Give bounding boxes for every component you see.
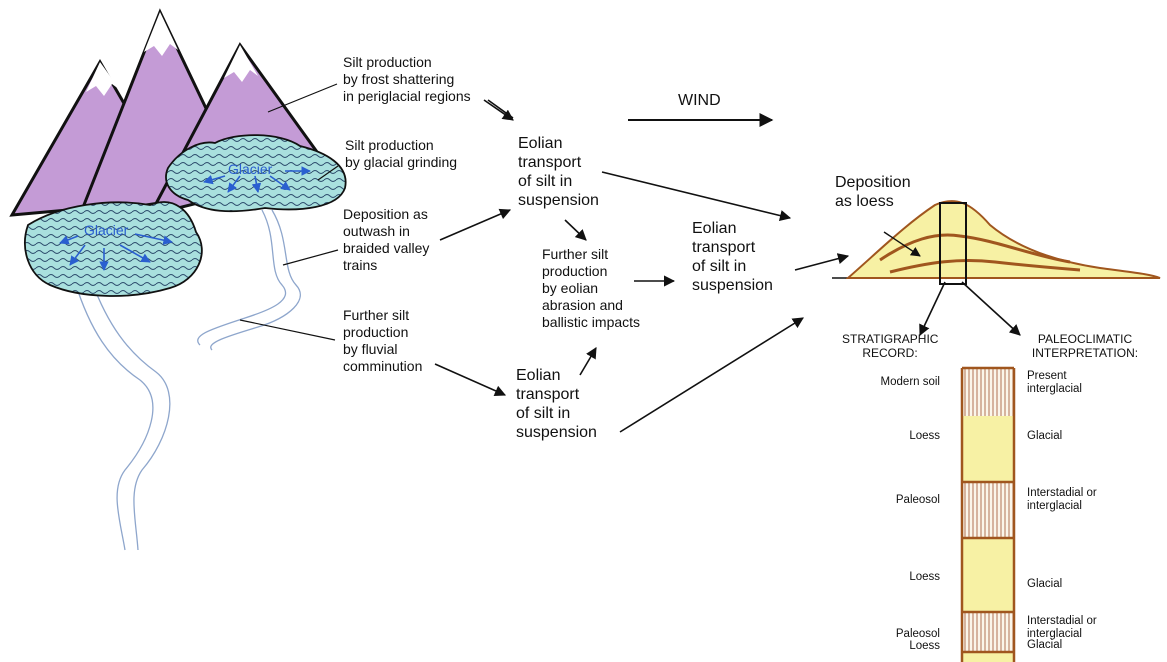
strat-interp-label: Glacial: [1027, 639, 1063, 651]
strat-interp-label: Interstadial or interglacial: [1027, 615, 1097, 640]
label-frost-shattering: Silt production by frost shattering in p…: [343, 54, 471, 104]
label-wind: WIND: [678, 92, 721, 109]
layer-modern-soil: [962, 368, 1014, 416]
glacier-right: [165, 134, 347, 213]
glaciers: [24, 134, 347, 297]
strat-layer-label: Loess: [909, 430, 940, 442]
river-right-edge-2: [210, 209, 301, 351]
label-eolian-transport-bottom: Eolian transport of silt in suspension: [516, 367, 597, 441]
header-paleoclimatic-interpretation: PALEOCLIMATIC INTERPRETATION:: [1031, 332, 1139, 360]
strat-interp-label: Present interglacial: [1027, 370, 1082, 395]
loess-deposit: [845, 200, 1161, 279]
layer-loess-3: [962, 652, 1014, 662]
leader-lines: [239, 83, 339, 341]
label-outwash-deposition: Deposition as outwash in braided valley …: [343, 206, 430, 273]
river-left-edge-1: [74, 281, 154, 551]
strat-interp-label: Interstadial or interglacial: [1027, 487, 1097, 512]
layer-loess-1: [962, 416, 1014, 482]
glacier-left: [24, 201, 203, 297]
braided-rivers: [74, 209, 301, 551]
loess-hill: [832, 200, 1161, 337]
glacier-label-left: Glacier: [84, 222, 129, 238]
snow-cap-left: [86, 62, 120, 96]
strat-layer-label: Paleosol: [895, 494, 940, 506]
label-eolian-abrasion: Further silt production by eolian abrasi…: [542, 246, 641, 330]
strat-interp-label: Glacial: [1027, 430, 1063, 442]
label-glacial-grinding: Silt production by glacial grinding: [345, 137, 458, 170]
layer-loess-2: [962, 538, 1014, 612]
river-right-edge-1: [197, 209, 287, 346]
snow-cap-middle: [144, 12, 178, 56]
layer-paleosol-2: [962, 612, 1014, 652]
label-eolian-transport-top: Eolian transport of silt in suspension: [518, 135, 599, 209]
strat-layer-label: Loess: [909, 640, 940, 652]
label-eolian-transport-middle: Eolian transport of silt in suspension: [692, 220, 773, 294]
process-arrows: [434, 99, 850, 433]
strat-layer-label: Paleosol: [895, 628, 940, 640]
label-deposition-as-loess: Deposition as loess: [835, 174, 911, 210]
paleosol-band-upper: [879, 233, 1071, 264]
river-left-edge-2: [91, 281, 171, 551]
strat-interp-label: Glacial: [1027, 578, 1063, 590]
strat-layer-label: Loess: [909, 571, 940, 583]
snow-cap-right: [224, 45, 258, 82]
stratigraphic-column: [960, 366, 1016, 662]
layer-paleosol-1: [962, 482, 1014, 538]
header-stratigraphic-record: STRATIGRAPHIC RECORD:: [842, 332, 939, 360]
label-fluvial-comminution: Further silt production by fluvial commi…: [343, 307, 423, 374]
sample-box: [939, 202, 967, 285]
strat-layer-label: Modern soil: [880, 376, 940, 388]
paleosol-band-lower: [889, 258, 1081, 274]
glacier-label-right: Glacier: [228, 161, 273, 177]
